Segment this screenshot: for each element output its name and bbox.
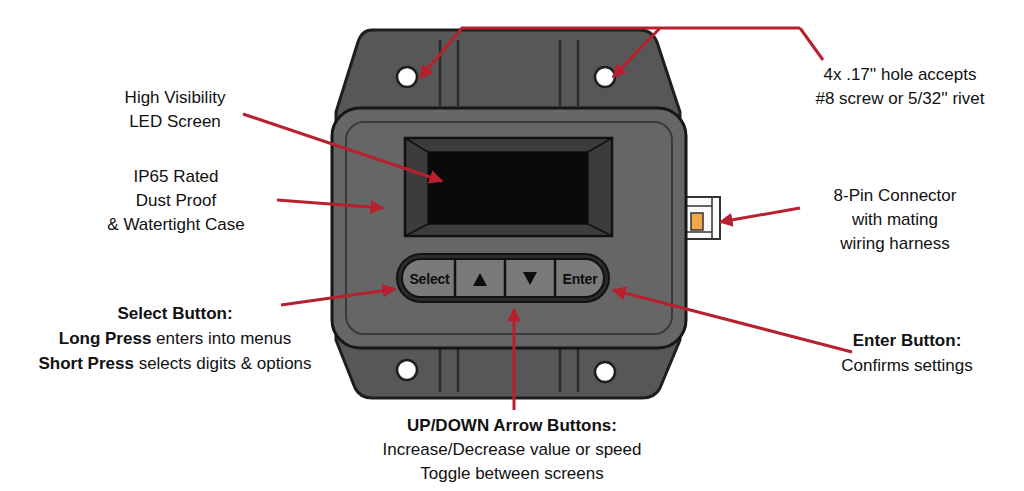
callout-row: Confirms settings [841,354,972,378]
callout-text: Toggle between screens [420,464,603,483]
callout-row: Increase/Decrease value or speed [383,438,642,462]
callout-text: 8-Pin Connector with mating wiring harne… [834,184,957,256]
text-line: IP65 Rated [107,165,244,189]
button-label: Enter [563,271,598,287]
button-face: Select [405,261,454,296]
callout-row: Enter Button: [853,329,962,353]
callout-text: 4x .17'' hole accepts #8 screw or 5/32''… [815,63,984,111]
button-face: Enter [557,261,603,296]
callout-text: Enter Button: [853,331,962,350]
callout-text: IP65 Rated Dust Proof & Watertight Case [107,165,244,237]
text-line: with mating [834,208,957,232]
callout-row: Toggle between screens [420,462,603,486]
text-line: 8-Pin Connector [834,184,957,208]
callout-text: UP/DOWN Arrow Buttons: [407,416,617,435]
callout-text: Short Press [38,354,133,373]
callout-row: Short Press selects digits & options [38,352,311,376]
text-line: wiring harness [834,232,957,256]
callout-text: Confirms settings [841,356,972,375]
callout-text: High Visibility LED Screen [125,86,226,134]
callout-row: Long Pressenters into menus [59,327,291,351]
callout-text: Long Press [59,329,152,348]
callout-row: 4x .17'' hole accepts #8 screw or 5/32''… [815,63,984,111]
callout-text: enters into menus [156,329,291,348]
callout-row: 8-Pin Connector with mating wiring harne… [834,184,957,256]
text-line: LED Screen [125,110,226,134]
callout-row: UP/DOWN Arrow Buttons: [407,414,617,438]
button-label: Select [409,271,449,287]
text-line: & Watertight Case [107,213,244,237]
text-line: 4x .17'' hole accepts [815,63,984,87]
callout-text: Select Button: [117,304,232,323]
text-line: #8 screw or 5/32'' rivet [815,87,984,111]
callout-row: Select Button: [117,302,232,326]
callout-text: selects digits & options [139,354,312,373]
callout-row: High Visibility LED Screen [125,86,226,134]
callout-text: Increase/Decrease value or speed [383,440,642,459]
text-line: High Visibility [125,86,226,110]
text-line: Dust Proof [107,189,244,213]
callout-row: IP65 Rated Dust Proof & Watertight Case [107,165,244,237]
